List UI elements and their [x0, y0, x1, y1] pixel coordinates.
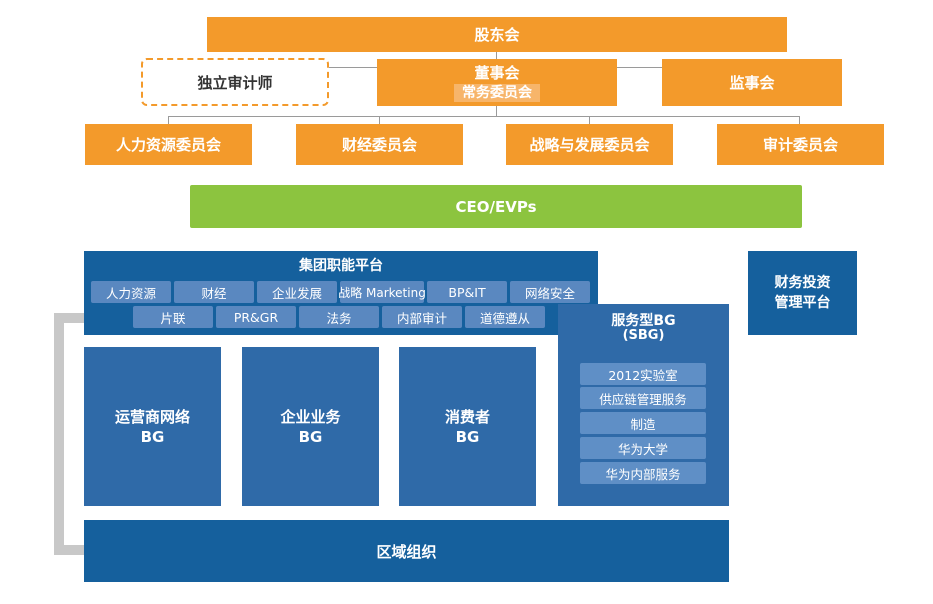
connector-line — [496, 106, 497, 116]
platform-item: PR&GR — [216, 306, 296, 328]
sbg-item: 华为大学 — [580, 437, 706, 459]
committee-audit-box: 审计委员会 — [717, 124, 884, 165]
service-bg-title: 服务型BG — [611, 313, 676, 329]
board-standing-committee: 常务委员会 — [454, 83, 540, 102]
committee-finance-box: 财经委员会 — [296, 124, 463, 165]
shareholders-label: 股东会 — [474, 26, 520, 44]
bg-name: 运营商网络 — [114, 407, 190, 426]
sbg-item: 2012实验室 — [580, 363, 706, 385]
supervisory-board-label: 监事会 — [729, 74, 775, 92]
platform-item: 财经 — [174, 281, 254, 303]
committee-label: 财经委员会 — [341, 136, 417, 154]
platform-item: 片联 — [133, 306, 213, 328]
platform-item: 战略 Marketing — [338, 281, 426, 303]
committee-hr-box: 人力资源委员会 — [85, 124, 252, 165]
bg-suffix: BG — [140, 427, 165, 446]
bg-name: 消费者 — [444, 407, 490, 426]
group-platform-title: 集团职能平台 — [299, 258, 383, 274]
sbg-item: 制造 — [580, 412, 706, 434]
sbg-item: 供应链管理服务 — [580, 387, 706, 409]
finance-investment-platform-box: 财务投资 管理平台 — [748, 251, 857, 335]
ceo-evps-label: CEO/EVPs — [455, 197, 537, 216]
connector-line — [617, 67, 662, 68]
platform-item: 法务 — [299, 306, 379, 328]
regional-organization-box: 区域组织 — [84, 520, 729, 582]
committee-label: 审计委员会 — [762, 136, 838, 154]
connector-line — [589, 116, 590, 124]
platform-item: 网络安全 — [510, 281, 590, 303]
supervisory-board-box: 监事会 — [662, 59, 842, 106]
connector-line — [496, 52, 497, 60]
independent-auditor-label: 独立审计师 — [197, 73, 273, 92]
regional-organization-label: 区域组织 — [376, 542, 437, 561]
finance-platform-line1: 财务投资 — [774, 275, 831, 291]
platform-item: 道德遵从 — [465, 306, 545, 328]
bg-suffix: BG — [455, 427, 480, 446]
bg-carrier-network-box: 运营商网络 BG — [84, 347, 221, 506]
committee-strategy-box: 战略与发展委员会 — [506, 124, 673, 165]
platform-item: BP&IT — [427, 281, 507, 303]
bg-name: 企业业务 — [280, 407, 341, 426]
platform-item: 企业发展 — [257, 281, 337, 303]
bg-consumer-box: 消费者 BG — [399, 347, 536, 506]
sbg-item: 华为内部服务 — [580, 462, 706, 484]
connector-line — [799, 116, 800, 124]
platform-region-connector — [54, 313, 86, 555]
committee-label: 人力资源委员会 — [115, 136, 221, 154]
connector-line — [379, 116, 380, 124]
connector-line — [168, 116, 169, 124]
bg-suffix: BG — [298, 427, 323, 446]
independent-auditor-box: 独立审计师 — [141, 58, 329, 106]
committee-label: 战略与发展委员会 — [529, 136, 650, 154]
ceo-evps-box: CEO/EVPs — [190, 185, 802, 228]
shareholders-box: 股东会 — [207, 17, 787, 52]
platform-item: 人力资源 — [91, 281, 171, 303]
finance-platform-line2: 管理平台 — [774, 295, 831, 311]
board-label: 董事会 — [474, 63, 520, 82]
platform-item: 内部审计 — [382, 306, 462, 328]
board-box: 董事会 常务委员会 — [377, 59, 617, 106]
service-bg-subtitle: (SBG) — [622, 328, 665, 343]
bg-enterprise-box: 企业业务 BG — [242, 347, 379, 506]
connector-line — [168, 116, 800, 117]
